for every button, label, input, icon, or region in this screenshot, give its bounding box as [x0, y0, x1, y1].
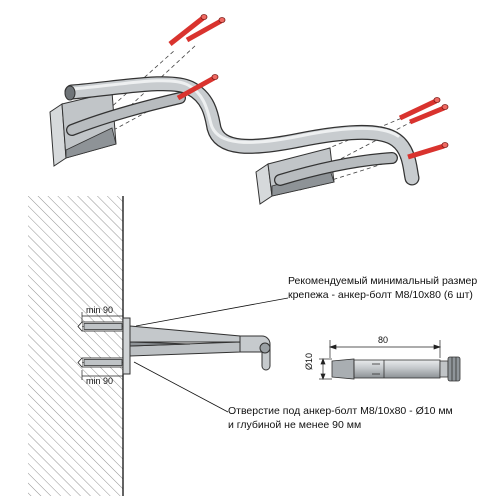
- bolt-length-label: 80: [378, 335, 389, 345]
- anchor-bolt: [185, 17, 226, 43]
- red-anchor-bolts: [168, 14, 449, 160]
- depth-dimension-lines: [81, 312, 123, 380]
- section-anchor-bolts: [83, 323, 123, 366]
- bar-perspective-view: [49, 14, 449, 205]
- anchor-bolt: [409, 104, 449, 125]
- min-depth-label-bottom: min 90: [86, 376, 114, 386]
- bracket-profile: [122, 317, 271, 375]
- anchor-bolt: [168, 14, 208, 46]
- wall-section: [28, 196, 123, 496]
- min-depth-label-top: min 90: [86, 305, 114, 315]
- hole-note-line2: и глубиной не менее 90 мм: [228, 419, 362, 431]
- bolt-diameter-label: Ø10: [304, 352, 314, 370]
- hole-note-line1: Отверстие под анкер-болт М8/10x80 - Ø10 …: [228, 405, 453, 417]
- bolt-length-dimension: [328, 340, 442, 358]
- section-view: [28, 196, 271, 496]
- anchor-guide-lines: [94, 44, 416, 191]
- anchor-bolt: [176, 74, 219, 101]
- leader-lines: [133, 297, 289, 413]
- anchor-bolt-drawing: [331, 356, 461, 382]
- recommended-fastener-note-line1: Рекомендуемый минимальный размер: [288, 275, 478, 287]
- recommended-fastener-note-line2: крепежа - анкер-болт М8/10x80 (6 шт): [288, 289, 473, 301]
- pull-up-bar-tube: [64, 76, 420, 186]
- anchor-bolt-detail: [319, 340, 461, 382]
- bolt-diameter-dimension: [319, 358, 332, 380]
- anchor-bolt: [398, 97, 441, 121]
- anchor-bolt: [407, 142, 449, 160]
- tube-end-cap: [64, 85, 76, 101]
